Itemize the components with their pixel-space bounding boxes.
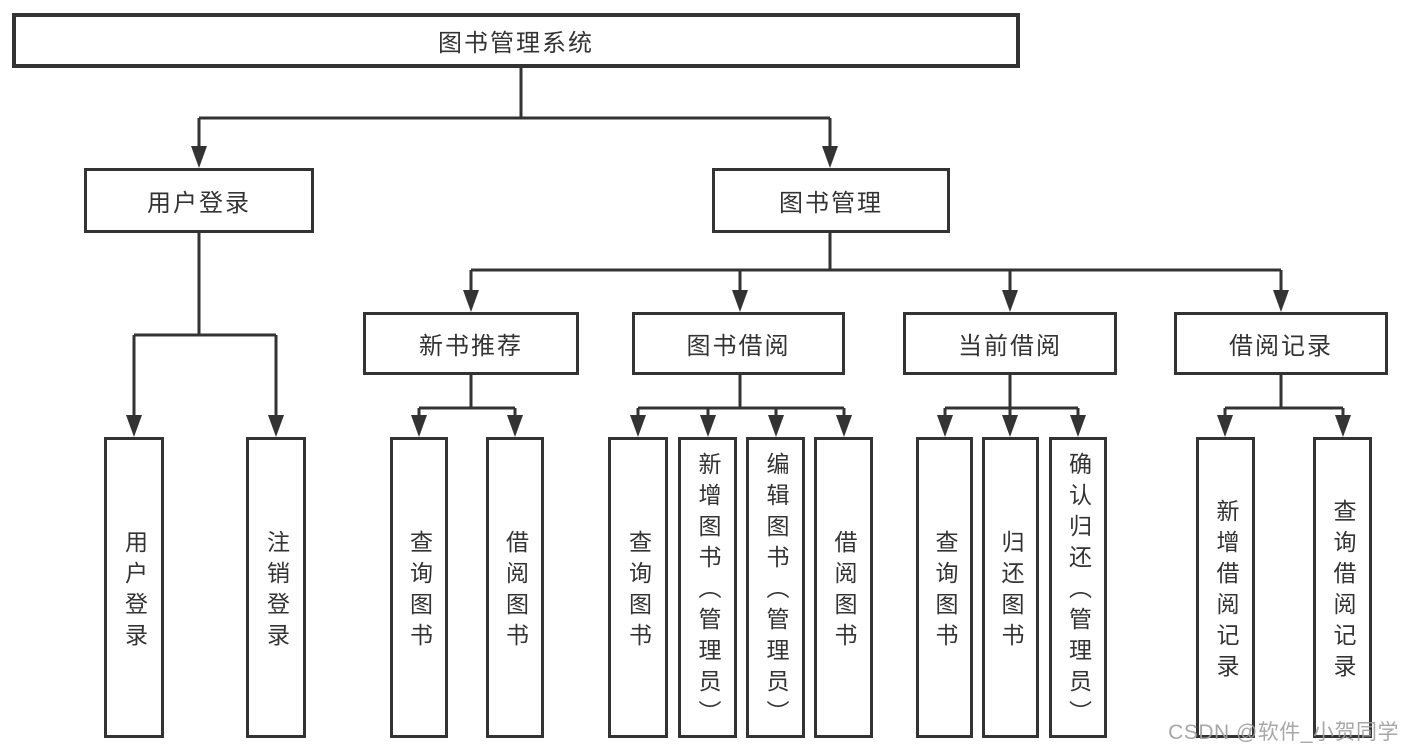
node-current-borrowing: 当前借阅: [903, 312, 1117, 375]
leaf-borrow-add-books-admin-label: 新增图书（管理员）: [695, 452, 721, 731]
node-book-borrowing: 图书借阅: [632, 312, 845, 375]
leaf-user-login: 用户登录: [104, 437, 164, 738]
leaf-logout-label: 注销登录: [263, 529, 290, 654]
leaf-borrow-query-books-label: 查询图书: [625, 529, 652, 654]
leaf-borrow-edit-books-admin: 编辑图书（管理员）: [746, 437, 805, 738]
connector-user-login-children: [126, 233, 284, 437]
leaf-records-add-record: 新增借阅记录: [1196, 437, 1255, 738]
leaf-records-query-record-label: 查询借阅记录: [1330, 498, 1356, 685]
leaf-records-add-record-label: 新增借阅记录: [1213, 498, 1239, 685]
node-borrowing-records: 借阅记录: [1174, 312, 1388, 375]
connector-root-to-level2: [191, 68, 838, 168]
leaf-logout: 注销登录: [246, 437, 306, 738]
leaf-newbook-borrow-books-label: 借阅图书: [502, 529, 529, 654]
node-new-book-recommend: 新书推荐: [363, 312, 579, 375]
leaf-borrow-query-books: 查询图书: [608, 437, 668, 738]
node-user-login: 用户登录: [84, 168, 314, 233]
leaf-newbook-query-books-label: 查询图书: [406, 529, 433, 654]
leaf-user-login-label: 用户登录: [121, 529, 148, 654]
node-book-management: 图书管理: [712, 168, 950, 233]
leaf-borrow-add-books-admin: 新增图书（管理员）: [678, 437, 737, 738]
connector-current-borrowing-children: [937, 375, 1086, 437]
leaf-borrow-edit-books-admin-label: 编辑图书（管理员）: [763, 452, 789, 731]
leaf-current-query-books-label: 查询图书: [932, 529, 958, 654]
node-book-management-system: 图书管理系统: [12, 13, 1020, 68]
leaf-borrow-borrow-books-label: 借阅图书: [831, 529, 857, 654]
watermark: CSDN @软件_小贺同学: [1168, 721, 1399, 744]
connector-borrowing-records-children: [1217, 375, 1351, 437]
leaf-current-return-books-label: 归还图书: [998, 529, 1024, 654]
leaf-current-confirm-return-admin: 确认归还（管理员）: [1049, 437, 1107, 738]
leaf-current-confirm-return-admin-label: 确认归还（管理员）: [1065, 452, 1092, 731]
leaf-records-query-record: 查询借阅记录: [1313, 437, 1372, 738]
connector-book-management-children: [463, 233, 1289, 312]
leaf-current-return-books: 归还图书: [982, 437, 1039, 738]
leaf-newbook-query-books: 查询图书: [390, 437, 448, 738]
connector-new-book-children: [411, 375, 523, 437]
connector-book-borrowing-children: [630, 375, 852, 437]
leaf-newbook-borrow-books: 借阅图书: [486, 437, 544, 738]
leaf-current-query-books: 查询图书: [916, 437, 973, 738]
leaf-borrow-borrow-books: 借阅图书: [814, 437, 873, 738]
